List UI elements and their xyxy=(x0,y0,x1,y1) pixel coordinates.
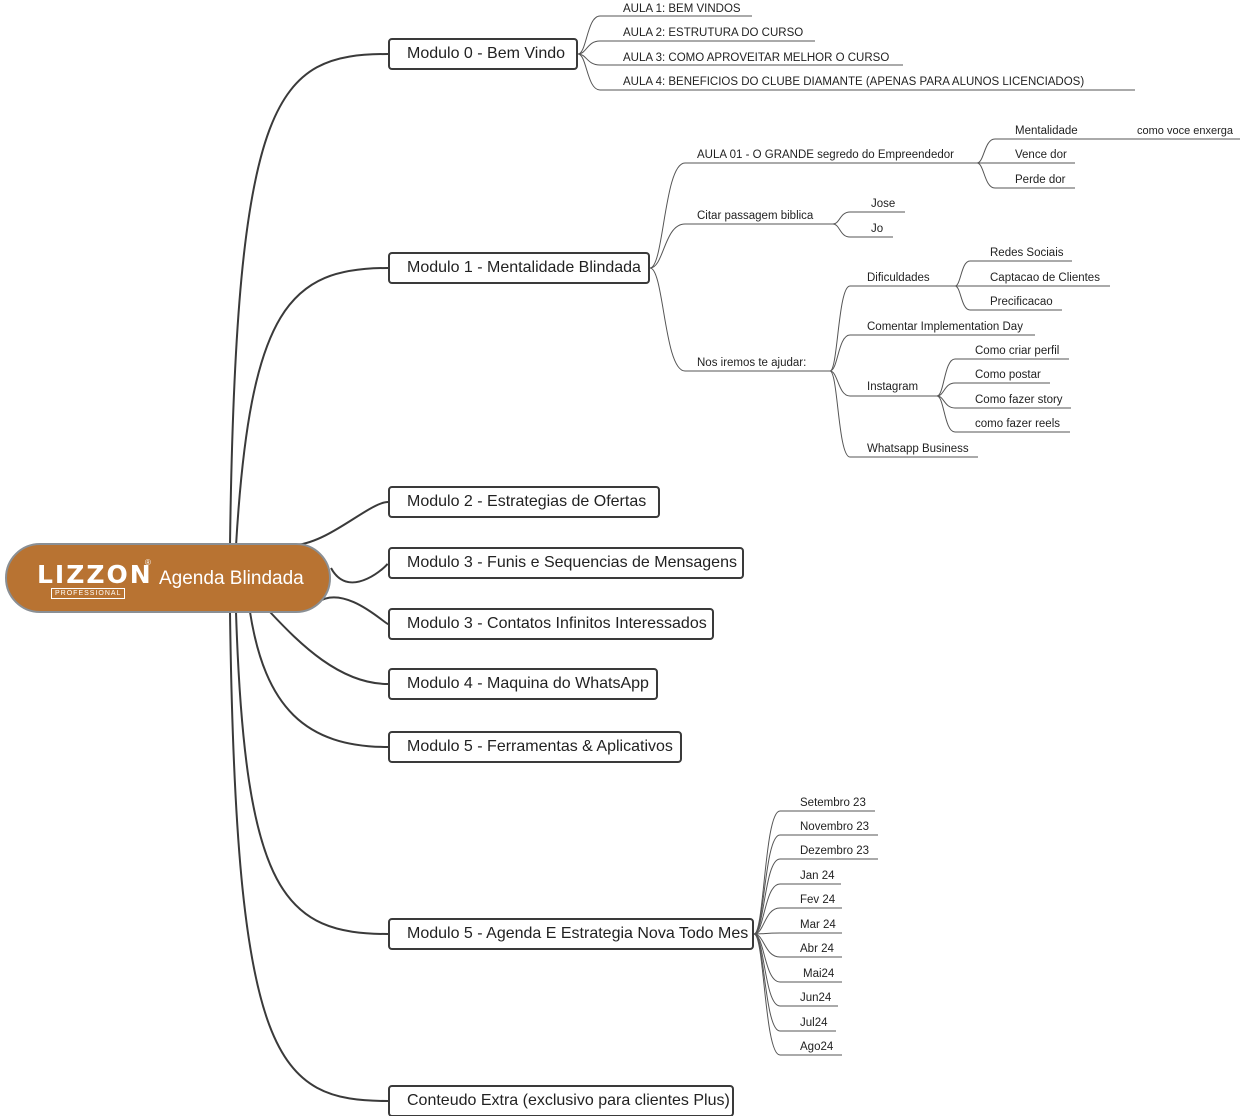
m1-nos-child-line-2 xyxy=(829,370,937,397)
m0-aula-2[interactable]: AULA 2: ESTRUTURA DO CURSO xyxy=(623,27,804,39)
m1-branch-line-1 xyxy=(649,223,833,269)
m1-instagram-child-line-1 xyxy=(936,382,1050,397)
month-jul-24[interactable]: Jul24 xyxy=(800,1017,828,1029)
registered-mark: ® xyxy=(145,558,151,567)
logo-subtitle: PROFESSIONAL xyxy=(51,588,126,599)
module-5-ferramentas-node[interactable]: Modulo 5 - Ferramentas & Aplicativos xyxy=(388,731,682,763)
m1-branch-line-2 xyxy=(649,267,830,372)
lizzon-logo: LIZZON ® PROFESSIONAL xyxy=(35,559,153,601)
m1-captacao-clientes[interactable]: Captacao de Clientes xyxy=(990,272,1100,284)
m1-vence-dor[interactable]: Vence dor xyxy=(1015,149,1067,161)
m1-como-fazer-story[interactable]: Como fazer story xyxy=(975,394,1063,406)
m0-aula-line-1 xyxy=(577,40,815,55)
conteudo-extra-node[interactable]: Conteudo Extra (exclusivo para clientes … xyxy=(388,1085,734,1116)
month-jan-24[interactable]: Jan 24 xyxy=(800,870,835,882)
root-to-module-5-line xyxy=(269,611,389,685)
month-abr-24[interactable]: Abr 24 xyxy=(800,943,834,955)
month-novembro-23[interactable]: Novembro 23 xyxy=(800,821,870,833)
m1-como-voce-enxerga[interactable]: como voce enxerga xyxy=(1137,125,1233,137)
root-to-module-4-line xyxy=(317,596,389,625)
module-0-node[interactable]: Modulo 0 - Bem Vindo xyxy=(388,38,578,70)
m1-aula-01[interactable]: AULA 01 - O GRANDE segredo do Empreended… xyxy=(697,149,954,161)
m1-instagram-child-line-0 xyxy=(936,358,1069,397)
m1-instagram[interactable]: Instagram xyxy=(867,381,919,393)
module-2-node[interactable]: Modulo 2 - Estrategias de Ofertas xyxy=(388,486,660,518)
module-4-node[interactable]: Modulo 4 - Maquina do WhatsApp xyxy=(388,668,658,700)
month-mar-24[interactable]: Mar 24 xyxy=(800,919,836,931)
root-to-module-8-line xyxy=(229,611,389,1102)
m5-month-line-5 xyxy=(753,932,842,935)
m1-branch-line-0 xyxy=(649,162,977,269)
m0-aula-line-3 xyxy=(577,53,1135,91)
m1-nos-child-line-3 xyxy=(829,370,978,458)
m1-aula01-child-line-0 xyxy=(976,138,1240,164)
m1-mentalidade[interactable]: Mentalidade xyxy=(1015,125,1078,137)
m1-nos-iremos[interactable]: Nos iremos te ajudar: xyxy=(697,357,807,369)
m1-jose[interactable]: Jose xyxy=(871,198,896,210)
m0-aula-line-0 xyxy=(577,15,752,55)
logo-wordmark: LIZZON xyxy=(37,560,153,589)
m1-redes-sociais[interactable]: Redes Sociais xyxy=(990,247,1064,259)
module-3-contatos-node[interactable]: Modulo 3 - Contatos Infinitos Interessad… xyxy=(388,608,714,640)
m1-como-fazer-reels[interactable]: como fazer reels xyxy=(975,418,1061,430)
root-node[interactable]: LIZZON ® PROFESSIONAL Agenda Blindada xyxy=(5,543,331,613)
month-fev-24[interactable]: Fev 24 xyxy=(800,894,836,906)
month-jun-24[interactable]: Jun24 xyxy=(800,992,832,1004)
m1-dificuldades-child-line-2 xyxy=(954,285,1062,311)
m1-como-postar[interactable]: Como postar xyxy=(975,369,1041,381)
m5-month-line-1 xyxy=(753,834,878,935)
root-to-module-1-line xyxy=(235,267,389,547)
m5-month-line-2 xyxy=(753,858,878,935)
module-5-agenda-node[interactable]: Modulo 5 - Agenda E Estrategia Nova Todo… xyxy=(388,918,754,950)
root-to-module-6-line xyxy=(249,611,389,748)
m1-citar-passagem[interactable]: Citar passagem biblica xyxy=(697,210,814,222)
m1-como-criar-perfil[interactable]: Como criar perfil xyxy=(975,345,1060,357)
m1-precificacao[interactable]: Precificacao xyxy=(990,296,1053,308)
month-dezembro-23[interactable]: Dezembro 23 xyxy=(800,845,870,857)
root-to-module-7-line xyxy=(235,611,389,935)
m0-aula-4[interactable]: AULA 4: BENEFICIOS DO CLUBE DIAMANTE (AP… xyxy=(623,76,1085,88)
m1-instagram-child-line-3 xyxy=(936,395,1070,433)
m1-dificuldades[interactable]: Dificuldades xyxy=(867,272,930,284)
month-mai-24[interactable]: Mai24 xyxy=(803,968,835,980)
m5-month-line-0 xyxy=(753,810,875,935)
root-to-module-0-line xyxy=(229,53,389,546)
m0-aula-line-2 xyxy=(577,53,903,66)
month-ago-24[interactable]: Ago24 xyxy=(800,1041,834,1053)
m1-comentar[interactable]: Comentar Implementation Day xyxy=(867,321,1023,333)
m0-aula-1[interactable]: AULA 1: BEM VINDOS xyxy=(623,3,741,15)
m1-citar-child-line-1 xyxy=(832,223,893,238)
m1-aula01-child-line-2 xyxy=(976,162,1075,189)
m1-nos-child-line-0 xyxy=(829,285,955,372)
m1-perde-dor[interactable]: Perde dor xyxy=(1015,174,1066,186)
m1-whatsapp-business[interactable]: Whatsapp Business xyxy=(867,443,969,455)
module-3-funis-node[interactable]: Modulo 3 - Funis e Sequencias de Mensage… xyxy=(388,547,744,579)
m1-jo[interactable]: Jo xyxy=(871,223,884,235)
m5-month-line-4 xyxy=(753,907,842,935)
module-1-node[interactable]: Modulo 1 - Mentalidade Blindada xyxy=(388,252,650,284)
root-to-module-3-line xyxy=(330,562,390,584)
root-title: Agenda Blindada xyxy=(159,568,304,589)
m0-aula-3[interactable]: AULA 3: COMO APROVEITAR MELHOR O CURSO xyxy=(623,52,890,64)
root-to-module-2-line xyxy=(295,501,389,546)
m1-nos-child-line-1 xyxy=(829,334,1035,372)
m1-citar-child-line-0 xyxy=(832,211,905,225)
m1-dificuldades-child-line-0 xyxy=(954,260,1072,287)
m5-month-line-10 xyxy=(753,933,842,1056)
m5-month-line-3 xyxy=(753,883,841,935)
month-setembro-23[interactable]: Setembro 23 xyxy=(800,797,866,809)
